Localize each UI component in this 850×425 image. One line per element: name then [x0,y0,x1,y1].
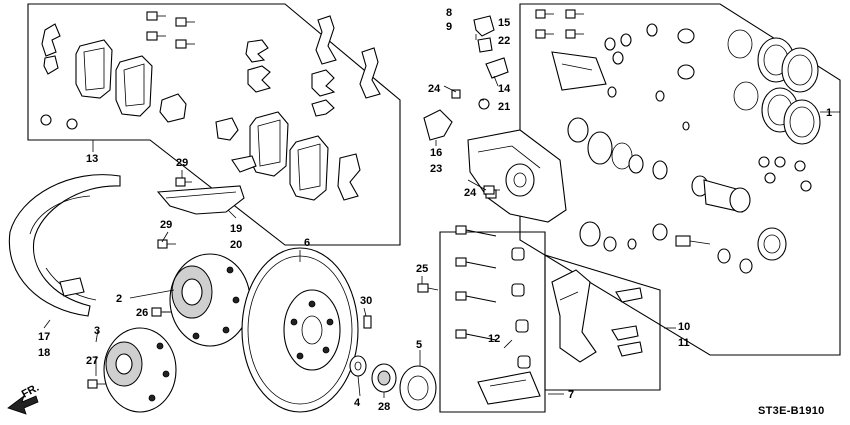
callout-14: 14 [498,83,511,95]
callout-2: 2 [116,293,122,305]
caliper-piston-parts [567,117,787,274]
hub-bearing-lower [103,327,177,413]
callout-1: 1 [826,107,832,119]
callout-6: 6 [304,237,310,249]
slide-pins [455,225,497,341]
callout-28: 28 [378,401,390,413]
callout-24-lower: 24 [464,187,477,199]
hub-bearing-upper [169,253,251,347]
callout-26: 26 [136,307,148,319]
callout-12: 12 [488,333,500,345]
caliper-body [467,129,567,223]
callout-17: 17 [38,331,50,343]
leader-lines [43,34,840,398]
caliper-mount-bracket [551,269,597,363]
callout-19: 19 [230,223,242,235]
callout-7: 7 [568,389,574,401]
pad-retainer-clips [215,15,381,201]
pin-boots [511,247,531,369]
callout-labels: 1 2 3 4 5 6 7 8 9 10 11 12 13 14 15 16 1… [20,7,832,417]
callout-27: 27 [86,355,98,367]
callout-11: 11 [678,337,690,349]
piston-seals [727,29,821,192]
bracket-clips [611,287,643,357]
callout-29-lower: 29 [160,219,172,231]
bracket-frame [439,231,661,413]
pad-kit-frame [27,3,401,246]
callout-22: 22 [498,35,510,47]
front-direction-label: FR. [20,382,41,401]
splash-shield [8,174,121,317]
callout-10: 10 [678,321,690,333]
brake-pad-set [40,23,187,130]
washers-and-cap [349,315,437,411]
callout-5: 5 [416,339,422,351]
heat-shield [156,185,245,215]
callout-20: 20 [230,239,242,251]
seal-kit-parts [535,9,695,131]
shield-bolts [157,177,192,249]
front-direction-arrow-icon [7,394,39,415]
seal-kit-frame [519,3,841,356]
callout-21: 21 [498,101,510,113]
bolt-misc [417,185,500,293]
callout-4: 4 [354,397,361,409]
callout-15: 15 [498,17,510,29]
callout-13: 13 [86,153,98,165]
caliper-bracket-top [423,15,509,141]
brake-disc-rotor [241,247,359,413]
bolt-group-top [146,11,195,49]
grease-packet [477,371,541,405]
callout-16: 16 [430,147,442,159]
callout-23: 23 [430,163,442,175]
callout-8: 8 [446,7,452,19]
callout-3: 3 [94,325,100,337]
diagram-code: ST3E-B1910 [758,405,825,417]
callout-18: 18 [38,347,50,359]
callout-25: 25 [416,263,428,275]
callout-24-upper: 24 [428,83,441,95]
callout-29-upper: 29 [176,157,188,169]
callout-30: 30 [360,295,372,307]
inner-pads [231,111,329,201]
callout-9: 9 [446,21,452,33]
